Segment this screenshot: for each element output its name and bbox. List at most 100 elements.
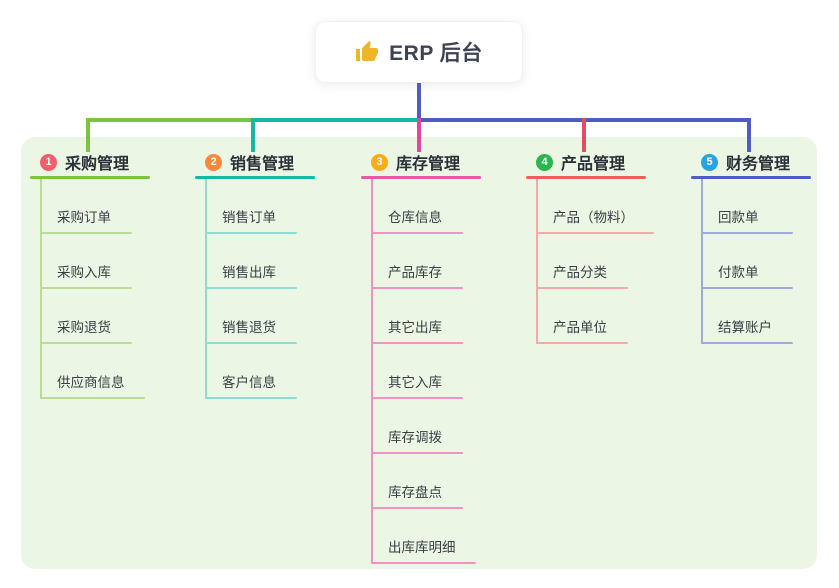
branch-drop-line-product [582, 118, 586, 152]
branch-title: 采购管理 [65, 156, 130, 173]
node-label: 销售订单 [222, 210, 276, 225]
node-label: 采购订单 [57, 210, 111, 225]
branch-vline [205, 179, 207, 399]
node-underline [536, 342, 628, 344]
branch-underline [195, 176, 315, 179]
branch-vline [40, 179, 42, 399]
connector-root-stem [417, 82, 421, 122]
bus-segment-mid [251, 118, 417, 122]
node-label: 供应商信息 [57, 375, 125, 390]
node-label: 产品分类 [553, 265, 607, 280]
node-underline [371, 287, 463, 289]
branch-header-purchase[interactable]: 1 采购管理 [30, 150, 192, 174]
node-label: 仓库信息 [388, 210, 442, 225]
branch-underline [30, 176, 150, 179]
mindmap-node[interactable]: 产品单位 [536, 289, 628, 344]
node-underline [371, 507, 463, 509]
branch-inventory: 3 库存管理 仓库信息 产品库存 其它出库 其它入库 库存调拨 [361, 150, 523, 564]
branch-underline [361, 176, 481, 179]
node-label: 销售出库 [222, 265, 276, 280]
node-underline [371, 562, 476, 564]
branch-product: 4 产品管理 产品（物料） 产品分类 产品单位 [526, 150, 688, 344]
mindmap-node[interactable]: 其它出库 [371, 289, 463, 344]
branch-title: 库存管理 [396, 156, 461, 173]
node-underline [40, 342, 132, 344]
node-label: 结算账户 [718, 320, 772, 335]
branch-finance: 5 财务管理 回款单 付款单 结算账户 [691, 150, 839, 344]
branch-badge: 2 [205, 153, 222, 171]
branch-items: 销售订单 销售出库 销售退货 客户信息 [195, 179, 357, 399]
node-underline [371, 342, 463, 344]
mindmap-node[interactable]: 客户信息 [205, 344, 297, 399]
mindmap-node[interactable]: 产品（物料） [536, 179, 654, 234]
branches-panel [21, 137, 817, 569]
branch-purchase: 1 采购管理 采购订单 采购入库 采购退货 供应商信息 [30, 150, 192, 399]
node-label: 采购退货 [57, 320, 111, 335]
branch-items: 回款单 付款单 结算账户 [691, 179, 839, 344]
node-underline [536, 287, 628, 289]
node-underline [40, 287, 132, 289]
branch-drop-line-purchase [86, 118, 90, 152]
node-label: 出库库明细 [388, 540, 456, 555]
branch-header-sales[interactable]: 2 销售管理 [195, 150, 357, 174]
thumbs-up-icon [355, 40, 379, 64]
branch-header-product[interactable]: 4 产品管理 [526, 150, 688, 174]
branch-vline [701, 179, 703, 344]
node-underline [371, 397, 463, 399]
mindmap-node[interactable]: 库存盘点 [371, 454, 463, 509]
node-underline [701, 287, 793, 289]
branch-vline [536, 179, 538, 344]
branch-header-finance[interactable]: 5 财务管理 [691, 150, 839, 174]
node-label: 付款单 [718, 265, 759, 280]
node-label: 产品（物料） [553, 210, 634, 225]
node-underline [205, 232, 297, 234]
mindmap-node[interactable]: 结算账户 [701, 289, 793, 344]
node-label: 产品单位 [553, 320, 607, 335]
node-underline [701, 342, 793, 344]
branch-items: 仓库信息 产品库存 其它出库 其它入库 库存调拨 库存盘点 [361, 179, 523, 564]
mindmap-node[interactable]: 采购订单 [40, 179, 132, 234]
mindmap-node[interactable]: 出库库明细 [371, 509, 476, 564]
mindmap-node[interactable]: 销售出库 [205, 234, 297, 289]
mindmap-node[interactable]: 供应商信息 [40, 344, 145, 399]
node-underline [205, 342, 297, 344]
mindmap-node[interactable]: 回款单 [701, 179, 793, 234]
node-label: 其它入库 [388, 375, 442, 390]
branch-badge: 4 [536, 153, 553, 171]
node-label: 产品库存 [388, 265, 442, 280]
branch-header-inventory[interactable]: 3 库存管理 [361, 150, 523, 174]
node-underline [701, 232, 793, 234]
node-label: 销售退货 [222, 320, 276, 335]
mindmap-node[interactable]: 仓库信息 [371, 179, 463, 234]
mindmap-node[interactable]: 付款单 [701, 234, 793, 289]
node-underline [371, 232, 463, 234]
branch-badge: 3 [371, 153, 388, 171]
node-label: 库存调拨 [388, 430, 442, 445]
mindmap-node[interactable]: 销售订单 [205, 179, 297, 234]
mindmap-node[interactable]: 销售退货 [205, 289, 297, 344]
mindmap-node[interactable]: 其它入库 [371, 344, 463, 399]
branch-underline [526, 176, 646, 179]
branch-underline [691, 176, 811, 179]
mindmap-node[interactable]: 采购入库 [40, 234, 132, 289]
branch-badge: 1 [40, 153, 57, 171]
root-node[interactable]: ERP 后台 [315, 21, 523, 83]
branch-sales: 2 销售管理 销售订单 销售出库 销售退货 客户信息 [195, 150, 357, 399]
mindmap-node[interactable]: 库存调拨 [371, 399, 463, 454]
branch-title: 产品管理 [561, 156, 626, 173]
node-label: 采购入库 [57, 265, 111, 280]
node-label: 其它出库 [388, 320, 442, 335]
mindmap-node[interactable]: 产品库存 [371, 234, 463, 289]
branch-drop-line-inventory [417, 118, 421, 152]
node-label: 回款单 [718, 210, 759, 225]
mindmap-node[interactable]: 产品分类 [536, 234, 628, 289]
branch-title: 财务管理 [726, 156, 791, 173]
node-underline [205, 397, 297, 399]
mindmap-node[interactable]: 采购退货 [40, 289, 132, 344]
bus-segment-left [86, 118, 251, 122]
node-underline [40, 397, 145, 399]
branch-drop-line-finance [747, 118, 751, 152]
node-label: 库存盘点 [388, 485, 442, 500]
branch-vline [371, 179, 373, 564]
